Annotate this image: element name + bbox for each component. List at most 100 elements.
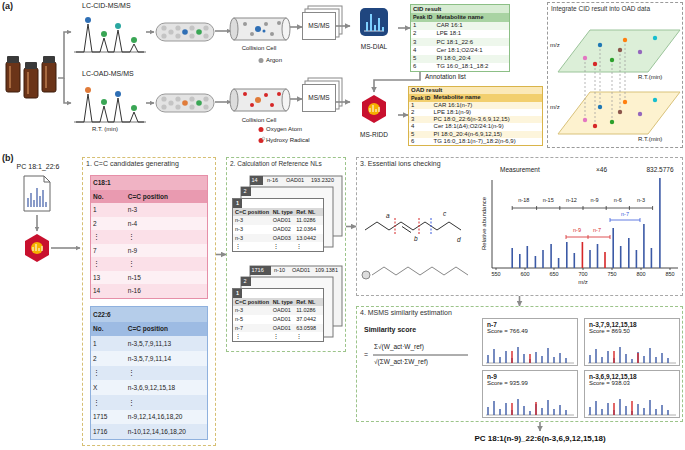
axis-label: m/z <box>550 42 560 49</box>
lc-column <box>182 100 188 106</box>
table-header: Metabolite name <box>435 13 509 21</box>
legend-text: Argon <box>266 57 282 64</box>
sample-vials <box>42 62 56 92</box>
table-cell: 5 <box>409 131 432 138</box>
sample-vials <box>9 66 11 88</box>
lc-column <box>161 96 166 101</box>
legend-symbol <box>259 58 264 63</box>
table-cell: ⋮ <box>126 230 207 244</box>
candidate-spectra <box>486 347 676 415</box>
collision-cell-drawing <box>243 92 247 96</box>
lc-column <box>161 25 166 30</box>
peak-label: 832.5776 <box>646 166 673 173</box>
table-cell: 13.0442 <box>294 234 323 243</box>
table-title: C18:1 <box>91 176 207 190</box>
msms-spectra-text: MS/MS <box>308 22 329 29</box>
integration-planes <box>653 98 657 102</box>
collision-cell-drawing <box>282 18 290 40</box>
table-cell: 1716 <box>91 424 126 439</box>
tick-label: 850 <box>665 271 674 277</box>
table-title: 1 <box>233 289 242 298</box>
step-panel-text: 1. C=C candidates generating <box>86 160 212 168</box>
table-cell: n-3 <box>233 216 271 225</box>
software-icon: MS-RIDD <box>350 92 398 138</box>
table-cell: PI 18:0_20:4 <box>435 55 509 63</box>
lc-column <box>189 96 194 101</box>
integration-panel: Integrate CID result into OAD data <box>547 2 683 148</box>
neutral-loss-label: n-15 <box>543 197 554 203</box>
legend-text: Oxygen Atom <box>266 126 302 133</box>
integration-planes <box>598 43 602 47</box>
table-cell: 7 <box>91 244 126 258</box>
table-header: C=C position <box>126 322 207 337</box>
software-icon-text: MS-DIAL <box>361 43 387 50</box>
spectrum-document <box>24 176 50 211</box>
plot-title: Measurement <box>500 166 540 173</box>
lc-column <box>175 33 180 38</box>
table-title: OAD result <box>409 87 542 94</box>
chromatogram <box>101 99 107 105</box>
chromatogram <box>85 87 91 93</box>
table-cell: n-16 <box>126 284 207 298</box>
score-formula-bar <box>373 355 468 356</box>
table-cell: ⋮ <box>91 230 126 244</box>
neutral-loss-label: n-12 <box>566 197 577 203</box>
table-cell: 4 <box>409 123 432 130</box>
collision-cell-drawing <box>277 92 281 96</box>
spectrum-document <box>28 188 46 207</box>
collision-cell-drawing <box>277 21 281 25</box>
lipid-structure <box>362 218 468 279</box>
table-cell: n-15 <box>126 271 207 285</box>
table-cell: 5 <box>411 55 435 63</box>
panel-letter: (b) <box>2 153 14 163</box>
ms-ridd-logo <box>368 103 380 115</box>
collision-cell-drawing <box>230 18 290 111</box>
reference-nl-table: 1C=C positionNL typeRef. NLn-3OAD0111.02… <box>232 198 324 252</box>
table-cell: n-5 <box>233 315 271 324</box>
lipid-structure <box>395 218 419 234</box>
neutral-loss-label: n-3 <box>637 197 645 203</box>
ms-ridd-logo <box>370 105 379 112</box>
table-cell: CAR 16:1 <box>435 22 509 30</box>
lc-column <box>203 25 208 30</box>
table-tab: 14 <box>252 177 258 183</box>
table-cell: n-9,12,14,16,18,20 <box>126 410 207 425</box>
lipid-structure <box>365 222 461 230</box>
axis-title: m/z <box>578 279 588 286</box>
sample-vials <box>24 68 38 98</box>
row-title: LC-OAD-MS/MS <box>82 70 134 78</box>
score-card-text: Score = 935.99 <box>487 380 573 387</box>
collision-cell-drawing <box>255 26 261 32</box>
lipid-structure <box>372 267 468 275</box>
msms-spectra: MS/MS <box>302 12 336 40</box>
table-cell: n-10 <box>274 267 285 273</box>
table-cell: ⋮ <box>126 366 207 381</box>
table-cell: ⋮ <box>294 332 323 341</box>
table-cell: n-3 <box>126 203 207 217</box>
table-cell: 2 <box>91 351 126 366</box>
integration-planes <box>593 62 597 66</box>
score-card: n-3,7,9,12,15,18Score = 869.50 <box>584 318 680 366</box>
flow-arrow <box>146 102 154 104</box>
table-cell: n-3,6,9,12,15,18 <box>126 380 207 395</box>
flow-arrow <box>346 226 356 228</box>
lc-column <box>203 104 208 109</box>
ms-spectrum <box>512 206 652 210</box>
table-cell: ⋮ <box>233 332 271 341</box>
lc-column <box>189 25 194 30</box>
table-header: Peak ID <box>409 94 432 101</box>
table-cell: PI 18:0_20:4(n-6,9,12,15) <box>432 131 542 138</box>
ms-ridd-logo <box>362 95 386 123</box>
candidate-table: C18:1No.C=C position1n-32n-4⋮⋮7n-9⋮⋮13n-… <box>90 175 208 299</box>
table-cell: 11.0286 <box>294 306 323 315</box>
lc-column <box>182 29 188 35</box>
ms-spectrum <box>566 235 610 239</box>
table-title: CID result <box>411 5 509 13</box>
collision-cell-drawing <box>282 89 290 111</box>
flow-arrow <box>398 114 408 116</box>
flow-arrow <box>539 422 541 431</box>
table-title: 1 <box>233 199 242 208</box>
collision-cell-drawing <box>250 103 254 107</box>
collision-cell-drawing <box>243 22 247 26</box>
